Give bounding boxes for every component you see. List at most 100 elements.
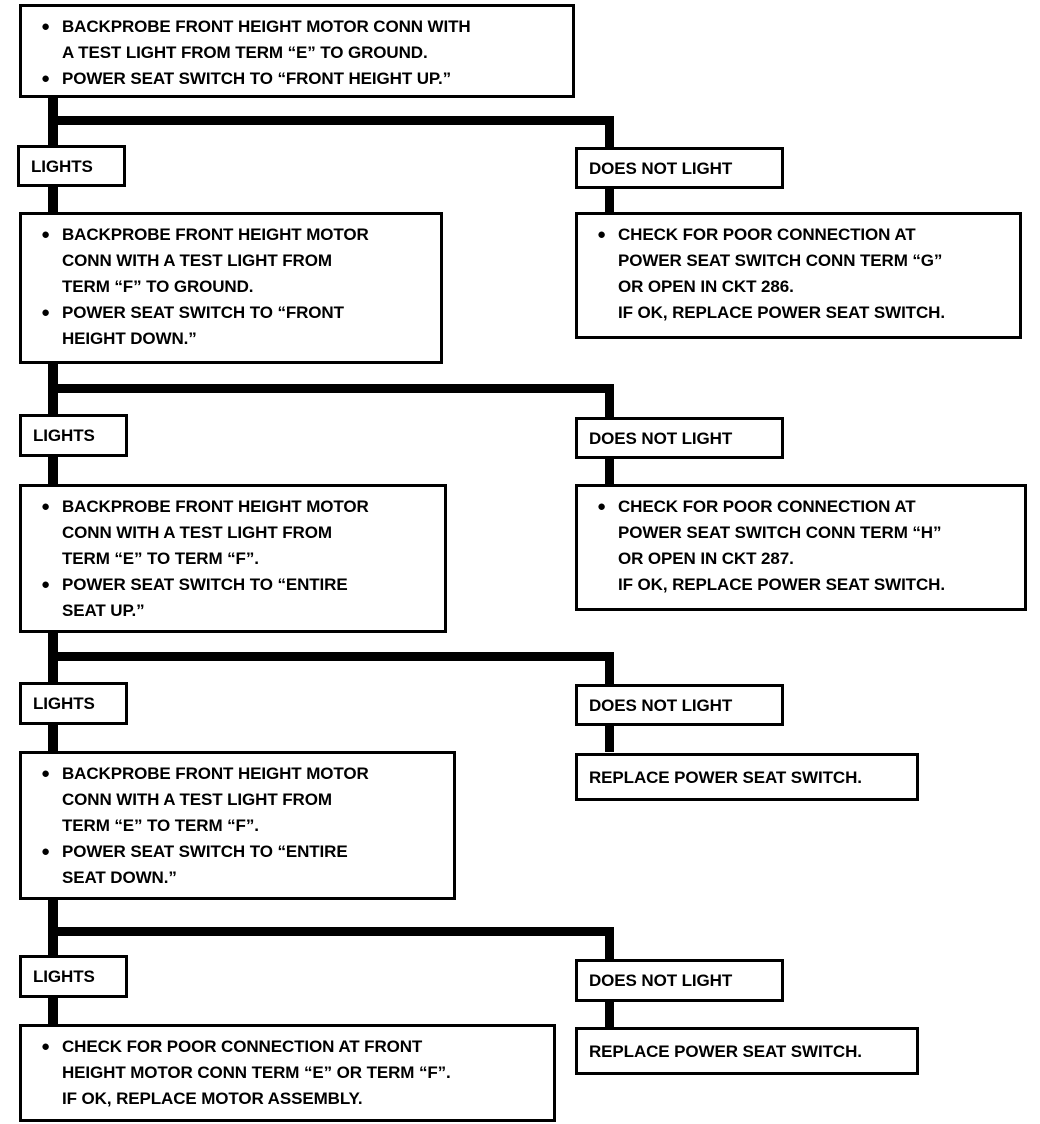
bullet-line: ● BACKPROBE FRONT HEIGHT MOTOR (32, 761, 443, 787)
connector-branch-3-horizontal (48, 652, 614, 661)
bullet-line: ● BACKPROBE FRONT HEIGHT MOTOR (32, 222, 430, 248)
connector-branch-1-horizontal (48, 116, 614, 125)
node-lights-4[interactable]: LIGHTS (19, 955, 128, 998)
bullet-line: ● POWER SEAT SWITCH TO “FRONT (32, 300, 430, 326)
node-label: LIGHTS (31, 157, 93, 176)
bullet-spacer (588, 572, 618, 598)
node-start[interactable]: ● BACKPROBE FRONT HEIGHT MOTOR CONN WITH… (19, 4, 575, 98)
bullet-line: TERM “F” TO GROUND. (32, 274, 430, 300)
node-lights-2[interactable]: LIGHTS (19, 414, 128, 457)
connector-lights4-to-action5 (48, 998, 58, 1028)
bullet-spacer (588, 300, 618, 326)
bullet-line: ● CHECK FOR POOR CONNECTION AT (588, 494, 1014, 520)
node-label: LIGHTS (33, 426, 95, 445)
bullet-spacer (32, 1060, 62, 1086)
node-does-not-light-3[interactable]: DOES NOT LIGHT (575, 684, 784, 726)
bullet-spacer (588, 248, 618, 274)
connector-dnl3-to-result3 (605, 724, 614, 752)
node-does-not-light-2[interactable]: DOES NOT LIGHT (575, 417, 784, 459)
bullet-icon: ● (41, 70, 51, 87)
bullet-line: ● POWER SEAT SWITCH TO “ENTIRE (32, 839, 443, 865)
bullet-line: ● CHECK FOR POOR CONNECTION AT FRONT (32, 1034, 543, 1060)
node-label: DOES NOT LIGHT (589, 429, 733, 448)
bullet-line: ● POWER SEAT SWITCH TO “ENTIRE (32, 572, 434, 598)
bullet-line: TERM “E” TO TERM “F”. (32, 546, 434, 572)
bullet-line: A TEST LIGHT FROM TERM “E” TO GROUND. (32, 40, 562, 66)
node-label: REPLACE POWER SEAT SWITCH. (589, 1042, 862, 1061)
node-label: LIGHTS (33, 694, 95, 713)
bullet-line: IF OK, REPLACE MOTOR ASSEMBLY. (32, 1086, 543, 1112)
bullet-line: POWER SEAT SWITCH CONN TERM “H” (588, 520, 1014, 546)
connector-branch-2-right-drop (605, 384, 614, 418)
bullet-line: SEAT UP.” (32, 598, 434, 624)
bullet-line: IF OK, REPLACE POWER SEAT SWITCH. (588, 572, 1014, 598)
bullet-line: OR OPEN IN CKT 287. (588, 546, 1014, 572)
bullet-spacer (32, 274, 62, 300)
node-result-4[interactable]: REPLACE POWER SEAT SWITCH. (575, 1027, 919, 1075)
bullet-spacer (32, 787, 62, 813)
connector-branch-4-horizontal (48, 927, 614, 936)
bullet-line: ● BACKPROBE FRONT HEIGHT MOTOR CONN WITH (32, 14, 562, 40)
bullet-icon: ● (597, 226, 607, 243)
bullet-spacer (32, 326, 62, 352)
node-action-2[interactable]: ● BACKPROBE FRONT HEIGHT MOTOR CONN WITH… (19, 212, 443, 364)
bullet-line: IF OK, REPLACE POWER SEAT SWITCH. (588, 300, 1009, 326)
connector-lights1-to-action2 (48, 184, 58, 216)
node-label: DOES NOT LIGHT (589, 696, 733, 715)
bullet-spacer (32, 546, 62, 572)
bullet-line: CONN WITH A TEST LIGHT FROM (32, 248, 430, 274)
bullet-line: TERM “E” TO TERM “F”. (32, 813, 443, 839)
connector-dnl1-to-result1 (605, 186, 614, 214)
bullet-spacer (588, 520, 618, 546)
node-result-1[interactable]: ● CHECK FOR POOR CONNECTION AT POWER SEA… (575, 212, 1022, 339)
node-result-2[interactable]: ● CHECK FOR POOR CONNECTION AT POWER SEA… (575, 484, 1027, 611)
connector-branch-3-right-drop (605, 652, 614, 685)
bullet-icon: ● (41, 576, 51, 593)
bullet-spacer (32, 813, 62, 839)
connector-dnl4-to-result4 (605, 1000, 614, 1028)
connector-branch-1-right-drop (605, 116, 614, 149)
bullet-line: HEIGHT MOTOR CONN TERM “E” OR TERM “F”. (32, 1060, 543, 1086)
bullet-line: POWER SEAT SWITCH CONN TERM “G” (588, 248, 1009, 274)
bullet-spacer (588, 274, 618, 300)
node-does-not-light-4[interactable]: DOES NOT LIGHT (575, 959, 784, 1002)
bullet-icon: ● (41, 1038, 51, 1055)
bullet-icon: ● (41, 498, 51, 515)
bullet-spacer (32, 598, 62, 624)
node-does-not-light-1[interactable]: DOES NOT LIGHT (575, 147, 784, 189)
connector-dnl2-to-result2 (605, 457, 614, 485)
bullet-line: ● BACKPROBE FRONT HEIGHT MOTOR (32, 494, 434, 520)
bullet-icon: ● (41, 765, 51, 782)
node-label: DOES NOT LIGHT (589, 159, 733, 178)
bullet-icon: ● (597, 498, 607, 515)
bullet-line: CONN WITH A TEST LIGHT FROM (32, 520, 434, 546)
node-action-3[interactable]: ● BACKPROBE FRONT HEIGHT MOTOR CONN WITH… (19, 484, 447, 633)
bullet-line: ● POWER SEAT SWITCH TO “FRONT HEIGHT UP.… (32, 66, 562, 92)
bullet-line: SEAT DOWN.” (32, 865, 443, 891)
bullet-line: HEIGHT DOWN.” (32, 326, 430, 352)
bullet-spacer (32, 865, 62, 891)
node-action-5[interactable]: ● CHECK FOR POOR CONNECTION AT FRONT HEI… (19, 1024, 556, 1122)
bullet-icon: ● (41, 226, 51, 243)
connector-branch-4-right-drop (605, 927, 614, 959)
bullet-icon: ● (41, 843, 51, 860)
bullet-spacer (32, 520, 62, 546)
bullet-spacer (32, 1086, 62, 1112)
bullet-icon: ● (41, 304, 51, 321)
node-lights-1[interactable]: LIGHTS (17, 145, 126, 187)
node-label: LIGHTS (33, 967, 95, 986)
bullet-icon: ● (41, 18, 51, 35)
bullet-spacer (32, 40, 62, 66)
bullet-line: OR OPEN IN CKT 286. (588, 274, 1009, 300)
bullet-line: ● CHECK FOR POOR CONNECTION AT (588, 222, 1009, 248)
node-action-4[interactable]: ● BACKPROBE FRONT HEIGHT MOTOR CONN WITH… (19, 751, 456, 900)
connector-branch-2-horizontal (48, 384, 614, 393)
connector-lights2-to-action3 (48, 455, 58, 487)
bullet-line: CONN WITH A TEST LIGHT FROM (32, 787, 443, 813)
node-label: REPLACE POWER SEAT SWITCH. (589, 768, 862, 787)
bullet-spacer (588, 546, 618, 572)
node-result-3[interactable]: REPLACE POWER SEAT SWITCH. (575, 753, 919, 801)
node-label: DOES NOT LIGHT (589, 971, 733, 990)
node-lights-3[interactable]: LIGHTS (19, 682, 128, 725)
